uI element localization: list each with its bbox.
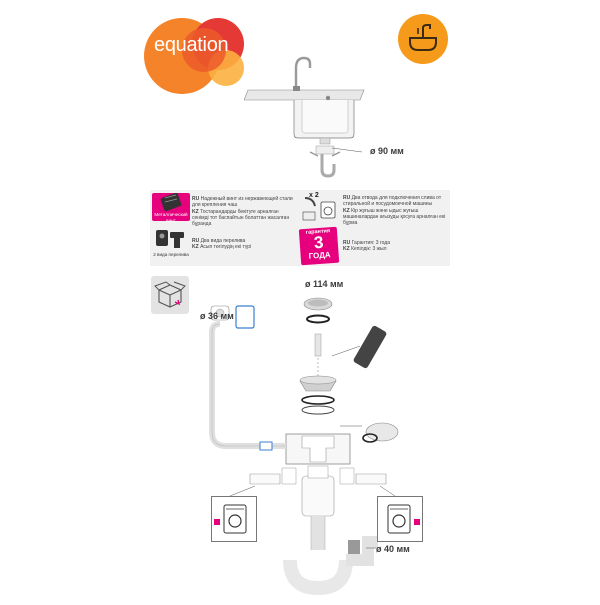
lang-code: KZ <box>192 208 199 215</box>
lang-code: RU <box>343 195 351 201</box>
warranty-bottom: ГОДА <box>308 250 331 261</box>
outlets-text-kz: Кір жуғыш және ыдыс жуғыш машиналардан а… <box>343 207 446 227</box>
sink-illustration <box>243 52 370 182</box>
overflow-dimension: ø 36 мм <box>200 311 234 321</box>
overflow-description: RU Два вида перелива KZ Асып төгілудің е… <box>192 238 296 251</box>
lang-code: KZ <box>192 244 199 251</box>
overflow-text-kz: Асып төгілудің екі түрі <box>200 244 252 251</box>
lang-code: KZ <box>343 246 350 253</box>
outlets-count: x 2 <box>309 192 319 199</box>
overflow-text-ru: Два вида перелива <box>200 238 246 244</box>
overflow-types-icon: 2 вида переливa <box>152 226 190 264</box>
warranty-badge: гарантия 3 ГОДА <box>298 226 340 266</box>
screw-badge-label: Металлический винт <box>154 212 188 223</box>
screw-text-ru: Надежный винт из нержавеющей стали для к… <box>192 196 293 209</box>
outlets-description: RU Два отвода для подключения слива от с… <box>343 195 447 226</box>
warranty-text-ru: Гарантия: 3 года <box>351 240 390 246</box>
outlets-icon: x 2 <box>301 192 339 222</box>
pipe-dimension: ø 40 мм <box>376 544 410 554</box>
strainer-dimension: ø 114 мм <box>305 279 344 289</box>
lang-code: KZ <box>343 207 350 214</box>
screw-badge: Металлический винт <box>152 193 190 223</box>
washing-machine-icon <box>377 496 423 542</box>
sink-icon <box>398 14 448 64</box>
screw-text-kz: Тостарандарды бекітуге арналған сенімді … <box>192 208 290 228</box>
sink-outlet-dimension: ø 90 мм <box>370 146 404 156</box>
screw-description: RU Надежный винт из нержавеющей стали дл… <box>192 196 296 227</box>
logo-text: equation <box>154 34 229 56</box>
warranty-description: RU Гарантия: 3 года KZ Кепілдік: 3 жыл <box>343 240 447 253</box>
lang-code: RU <box>192 196 200 202</box>
warranty-text-kz: Кепілдік: 3 жыл <box>351 246 387 253</box>
lang-code: RU <box>192 238 200 244</box>
overflow-types-caption: 2 вида переливa <box>153 252 189 257</box>
lang-code: RU <box>343 240 351 246</box>
outlets-text-ru: Два отвода для подключения слива от стир… <box>343 195 442 208</box>
package-box-icon <box>151 276 189 314</box>
washing-machine-icon <box>211 496 257 542</box>
equation-logo: equation <box>140 10 260 100</box>
assembly-diagram <box>190 276 430 600</box>
